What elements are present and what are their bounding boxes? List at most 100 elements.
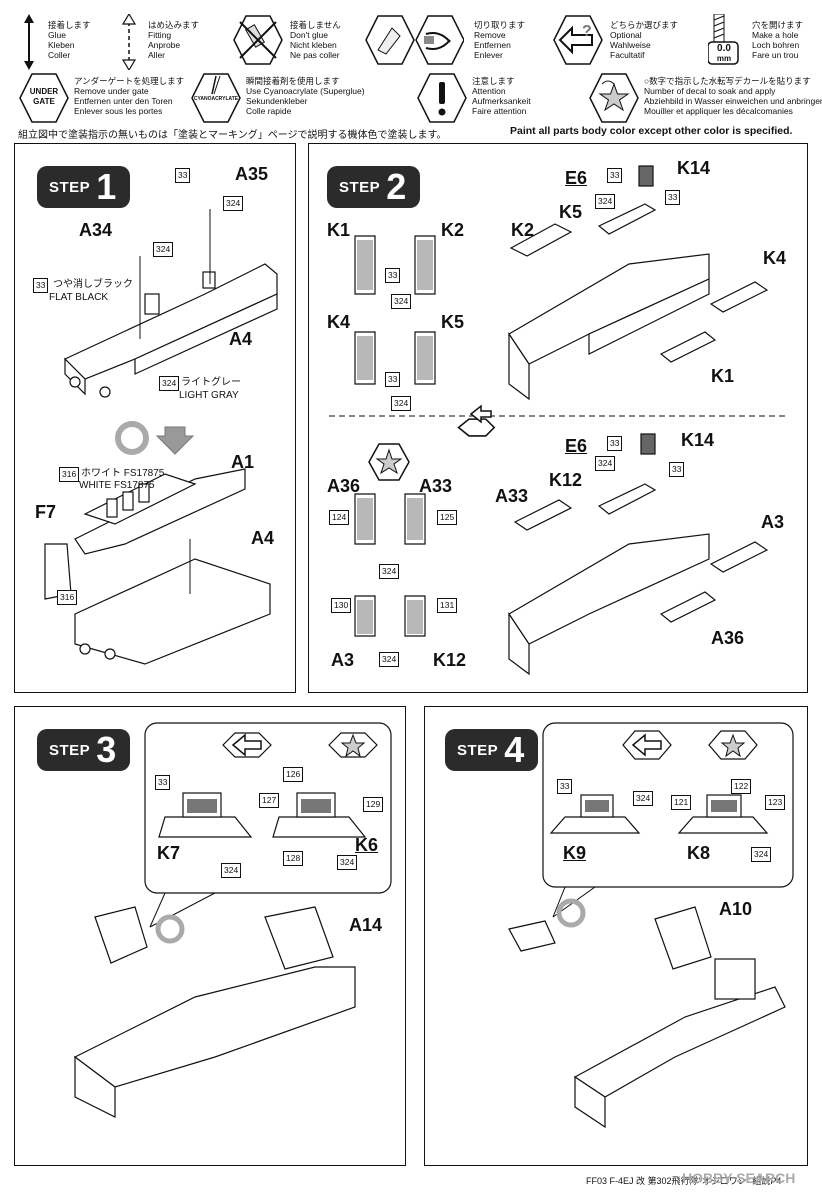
attention-icon — [417, 73, 467, 123]
part-label-k4-detail: K4 — [327, 312, 351, 332]
cyanoacrylate-icon — [191, 73, 241, 123]
color-code-box: 324 — [159, 376, 180, 391]
color-code-box: 33 — [155, 775, 171, 790]
legend-fitting-de: Anprobe — [148, 40, 181, 50]
part-label-k14-upper: K14 — [677, 158, 711, 178]
color-code-box: 125 — [437, 510, 458, 525]
hole-size-unit: mm — [716, 54, 732, 63]
step-4-panel: STEP 4 K9 K8 A10 33 324 122 121 123 324 — [424, 706, 808, 1166]
under-gate-icon — [19, 73, 69, 123]
step-3-badge: STEP 3 — [37, 729, 131, 771]
color-code-box: 122 — [731, 779, 752, 794]
legend-no-glue-en: Don't glue — [290, 30, 329, 40]
legend-remove-fr: Enlever — [474, 50, 503, 60]
legend-optional-jp: どちらか選びます — [610, 20, 679, 30]
legend-decal-fr: Mouiller et appliquer les décalcomanies — [644, 106, 793, 116]
color-code-box: 324 — [153, 242, 174, 257]
legend-under-gate-jp: アンダーゲートを処理します — [74, 76, 185, 86]
legend-optional-en: Optional — [610, 30, 642, 40]
legend-glue-de: Kleben — [48, 40, 75, 50]
legend-attention-jp: 注意します — [472, 76, 515, 86]
legend-cyano-en: Use Cyanoacrylate (Superglue) — [246, 86, 365, 96]
part-label-a36-lower: A36 — [711, 628, 745, 648]
part-label-k1-detail: K1 — [327, 220, 351, 240]
cutter-icon — [365, 15, 464, 65]
part-label-k14-lower: K14 — [681, 430, 715, 450]
legend-under-gate-fr: Enlever sous les portes — [74, 106, 163, 116]
color-code-box: 130 — [331, 598, 352, 613]
legend-hole-de: Loch bohren — [752, 40, 800, 50]
part-label-a4: A4 — [229, 329, 253, 349]
fitting-arrow-icon — [121, 14, 137, 70]
step-4-drawing — [508, 722, 794, 1129]
color-code-box: 128 — [283, 851, 304, 866]
color-code-box: 324 — [221, 863, 242, 878]
part-label-a4-lower: A4 — [251, 528, 275, 548]
part-label-a3-lower: A3 — [761, 512, 785, 532]
part-label-k5-detail: K5 — [441, 312, 465, 332]
step-3-word: STEP — [49, 741, 91, 759]
under-gate-icon-text-1: UNDER — [29, 87, 59, 96]
step-1-word: STEP — [49, 178, 91, 196]
part-label-a10: A10 — [719, 899, 753, 919]
color-code-box: 33 — [557, 779, 573, 794]
part-label-a3-detail: A3 — [331, 650, 355, 670]
decal-star-icon — [589, 73, 639, 123]
step-3-panel: STEP 3 K7 K6 A14 33 324 126 127 129 128 … — [14, 706, 406, 1166]
step-2-badge: STEP 2 — [327, 166, 421, 208]
color-code-box: 33 — [385, 372, 401, 387]
part-label-k7: K7 — [157, 843, 181, 863]
legend-fitting-fr: Aller — [148, 50, 166, 60]
color-code-box: 324 — [595, 194, 616, 209]
legend-remove-de: Entfernen — [474, 40, 511, 50]
legend-remove-jp: 切り取ります — [474, 20, 526, 30]
legend-hole-en: Make a hole — [752, 30, 799, 40]
legend-decal-jp: ○数字で指示した水転写デカールを貼ります — [644, 76, 811, 86]
part-label-a14: A14 — [349, 915, 383, 935]
step-4-number: 4 — [504, 729, 525, 770]
color-code-box: 324 — [633, 791, 654, 806]
part-label-a33-detail: A33 — [419, 476, 453, 496]
legend-remove-en: Remove — [474, 30, 506, 40]
glue-arrow-icon — [24, 14, 34, 70]
color-code-box: 324 — [391, 294, 412, 309]
color-code-box: 324 — [379, 564, 400, 579]
color-code-box: 33 — [665, 190, 681, 205]
legend-no-glue-fr: Ne pas coller — [290, 50, 340, 60]
part-label-k12-lower: K12 — [549, 470, 583, 490]
step-1-drawing — [44, 209, 278, 665]
paint-note-en: Paint all parts body color except other … — [510, 125, 793, 137]
hole-size-label: 0.0 — [717, 43, 731, 54]
color-code-box: 127 — [259, 793, 280, 808]
color-name-white-jp: ホワイト FS17875 — [81, 468, 165, 479]
step-4-badge: STEP 4 — [445, 729, 539, 771]
legend-glue-fr: Coller — [48, 50, 71, 60]
part-label-a36-detail: A36 — [327, 476, 361, 496]
color-code-box: 324 — [379, 652, 400, 667]
color-code-box: 324 — [391, 396, 412, 411]
step-2-drawing — [329, 165, 787, 676]
no-glue-icon — [233, 15, 283, 65]
legend-attention-en: Attention — [472, 86, 506, 96]
part-label-a33-lower: A33 — [495, 486, 529, 506]
legend-decal-en: Number of decal to soak and apply — [644, 86, 776, 96]
color-code-box: 126 — [283, 767, 304, 782]
step-2-number: 2 — [386, 166, 407, 207]
step-2-panel: STEP 2 — [308, 143, 808, 693]
under-gate-icon-text-2: GATE — [33, 97, 55, 106]
part-label-k8: K8 — [687, 843, 711, 863]
step-3-number: 3 — [96, 729, 117, 770]
legend-under-gate-de: Entfernen unter den Toren — [74, 96, 173, 106]
cyanoacrylate-icon-text: CYANOACRYLATE — [193, 96, 239, 102]
part-label-a34: A34 — [79, 220, 113, 240]
legend-decal-de: Abziehbild in Wasser einweichen und anbr… — [644, 96, 822, 106]
color-code-box: 33 — [607, 436, 623, 451]
color-code-box: 324 — [337, 855, 358, 870]
color-name-light-gray-en: LIGHT GRAY — [179, 390, 239, 401]
part-label-a1: A1 — [231, 452, 255, 472]
color-code-box: 33 — [607, 168, 623, 183]
part-label-k1-upper: K1 — [711, 366, 735, 386]
page-footer: FF03 F-4EJ 改 第302飛行隊"オジロワシ" 組説P4 — [586, 1176, 782, 1186]
part-label-k9: K9 — [563, 843, 587, 863]
part-label-k6: K6 — [355, 835, 379, 855]
